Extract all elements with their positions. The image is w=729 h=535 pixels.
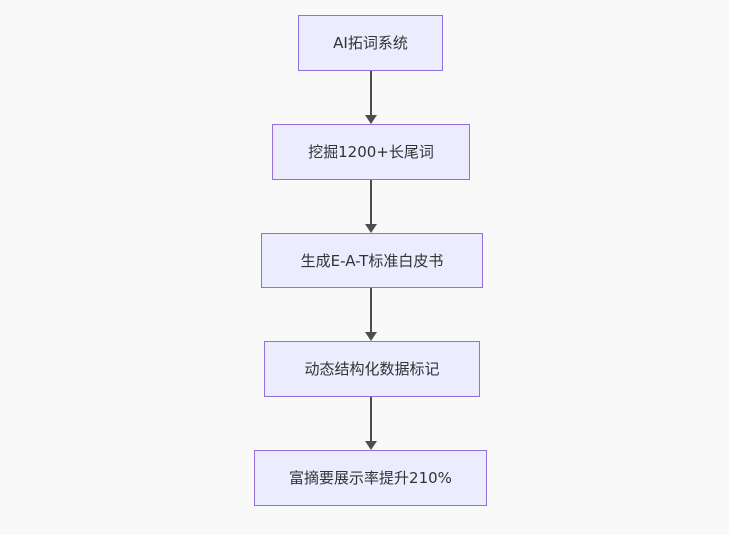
flow-node-label: 挖掘1200+长尾词 [308, 143, 434, 161]
arrow-shaft [370, 180, 372, 224]
flow-node-label: 动态结构化数据标记 [304, 360, 440, 378]
flow-arrow-3-4 [364, 288, 378, 341]
arrow-shaft [370, 288, 372, 332]
arrowhead-down-icon [365, 224, 377, 233]
flow-node-label: 生成E-A-T标准白皮书 [300, 251, 444, 270]
flow-node-ai-keyword-system: AI拓词系统 [298, 15, 443, 71]
flow-arrow-4-5 [364, 397, 378, 450]
flow-node-structured-data-markup: 动态结构化数据标记 [264, 341, 480, 397]
flow-node-label: 富摘要展示率提升210% [289, 469, 452, 487]
flow-node-rich-snippet-result: 富摘要展示率提升210% [254, 450, 487, 506]
flow-node-eat-whitepaper: 生成E-A-T标准白皮书 [261, 233, 483, 288]
arrow-shaft [370, 71, 372, 115]
flow-arrow-1-2 [364, 71, 378, 124]
flow-node-longtail-mining: 挖掘1200+长尾词 [272, 124, 470, 180]
arrowhead-down-icon [365, 115, 377, 124]
arrowhead-down-icon [365, 332, 377, 341]
flow-node-label: AI拓词系统 [333, 34, 408, 52]
arrow-shaft [370, 397, 372, 441]
arrowhead-down-icon [365, 441, 377, 450]
flow-arrow-2-3 [364, 180, 378, 233]
